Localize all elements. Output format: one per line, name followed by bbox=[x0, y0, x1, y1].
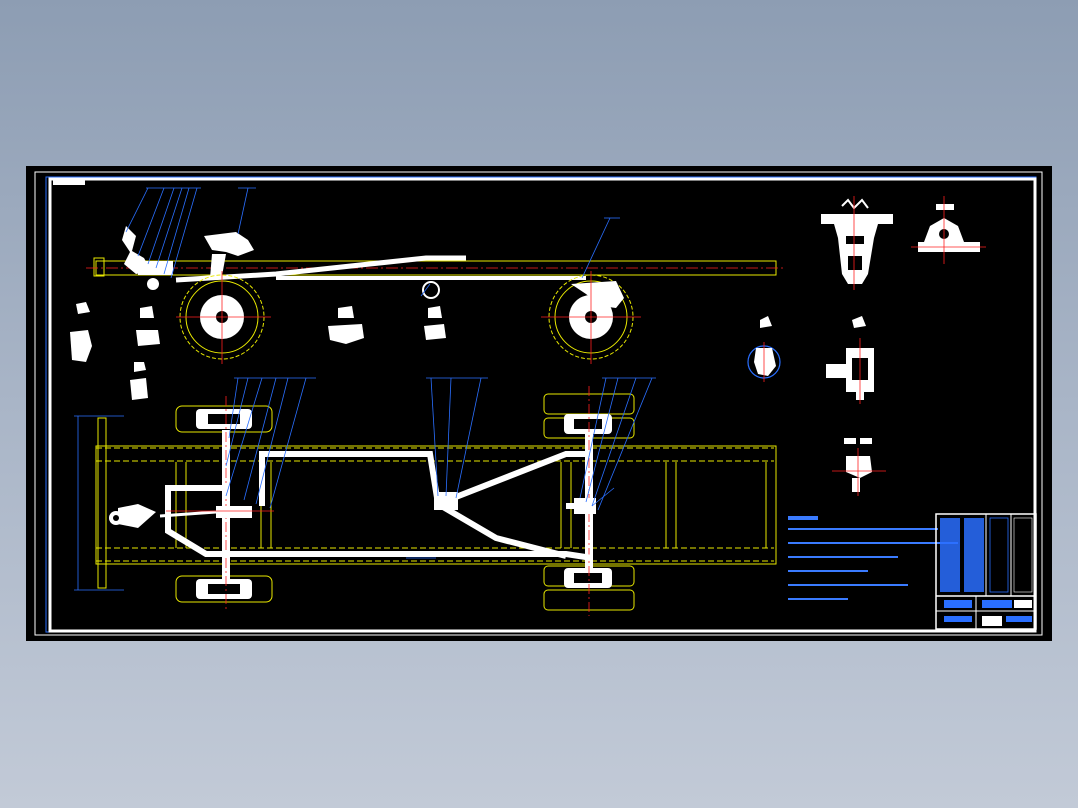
drawing-number-box bbox=[53, 180, 85, 185]
plan-brake-piping bbox=[109, 451, 596, 561]
detail-part-c bbox=[130, 378, 148, 400]
front-axle bbox=[175, 396, 273, 611]
technical-notes bbox=[788, 516, 958, 600]
booster-bracket bbox=[210, 254, 226, 278]
brake-system-drawing bbox=[34, 171, 1043, 636]
outer-frame bbox=[34, 171, 1043, 636]
rear-distribution-block bbox=[574, 498, 596, 514]
front-brake-line bbox=[175, 255, 466, 283]
detail-views bbox=[747, 196, 986, 496]
detail-view-1 bbox=[821, 196, 893, 290]
inner-frame bbox=[48, 177, 1037, 633]
plan-frame-outline bbox=[95, 445, 777, 565]
front-crossmember bbox=[97, 417, 107, 589]
master-cylinder-plan bbox=[216, 506, 252, 518]
detail-part-c-top bbox=[134, 362, 146, 372]
detail-part-e-top bbox=[428, 306, 442, 318]
booster-fitting bbox=[147, 278, 159, 290]
proportioning-valve bbox=[434, 492, 458, 510]
side-view-leaders bbox=[125, 187, 620, 297]
rear-wheel bbox=[541, 271, 641, 364]
cad-viewport[interactable] bbox=[26, 166, 1052, 641]
title-block bbox=[935, 513, 1037, 630]
front-bumper-outline bbox=[93, 257, 105, 277]
detail-view-5 bbox=[832, 438, 886, 496]
detail-part-e bbox=[424, 324, 446, 340]
detail-part-a bbox=[70, 330, 92, 362]
detail-part-b-top bbox=[140, 306, 154, 318]
front-wheel bbox=[176, 271, 271, 364]
master-cylinder bbox=[138, 261, 173, 275]
vacuum-booster bbox=[204, 232, 254, 256]
detail-part-a-top bbox=[76, 302, 90, 314]
valve-fitting bbox=[422, 281, 440, 299]
detail-view-4 bbox=[826, 316, 874, 404]
detail-view-2 bbox=[911, 196, 986, 264]
detail-part-d-top bbox=[338, 306, 354, 318]
detail-parts-row bbox=[70, 302, 446, 400]
side-view bbox=[86, 187, 786, 364]
detail-view-3 bbox=[747, 316, 781, 382]
detail-part-d bbox=[328, 324, 364, 344]
detail-part-b bbox=[136, 330, 160, 346]
plan-view bbox=[74, 377, 777, 616]
pedal-assembly-plan bbox=[118, 504, 156, 528]
plan-view-leaders bbox=[225, 377, 656, 559]
